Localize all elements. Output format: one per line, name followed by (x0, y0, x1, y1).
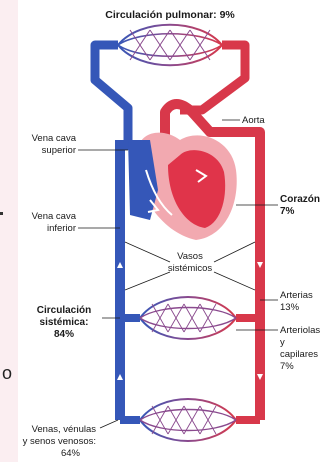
label-vasos-2: sistémicos (168, 263, 213, 274)
label-arterias-1: Arterias (280, 290, 313, 301)
label-venas-1: Venas, vénulas (32, 424, 97, 435)
label-venas-2: y senos venosos: (23, 436, 96, 447)
heart (128, 133, 237, 240)
pulmonary-capillary-bed (118, 25, 222, 66)
label-circ-sist-2: sistémica: (40, 317, 89, 328)
label-venas-3: 64% (61, 448, 81, 459)
label-arteriolas-3: capilares (280, 349, 318, 360)
label-arteriolas-2: y (280, 337, 285, 348)
label-vena-cava-inferior-2: inferior (47, 223, 76, 234)
label-arterias-2: 13% (280, 302, 300, 313)
label-aorta: Aorta (242, 115, 265, 126)
label-vena-cava-superior-2: superior (42, 145, 76, 156)
label-corazon-1: Corazón (280, 194, 320, 205)
label-corazon-2: 7% (280, 206, 295, 217)
systemic-capillary-bed-lower (140, 399, 236, 441)
label-vena-cava-inferior-1: Vena cava (32, 211, 77, 222)
label-arteriolas-4: 7% (280, 361, 294, 372)
label-arteriolas-1: Arteriolas (280, 325, 320, 336)
title: Circulación pulmonar: 9% (105, 9, 235, 21)
label-vena-cava-superior-1: Vena cava (32, 133, 77, 144)
label-circ-sist-1: Circulación (37, 305, 91, 316)
systemic-capillary-bed-upper (140, 297, 236, 339)
label-circ-sist-3: 84% (54, 329, 74, 340)
label-vasos-1: Vasos (177, 251, 203, 262)
